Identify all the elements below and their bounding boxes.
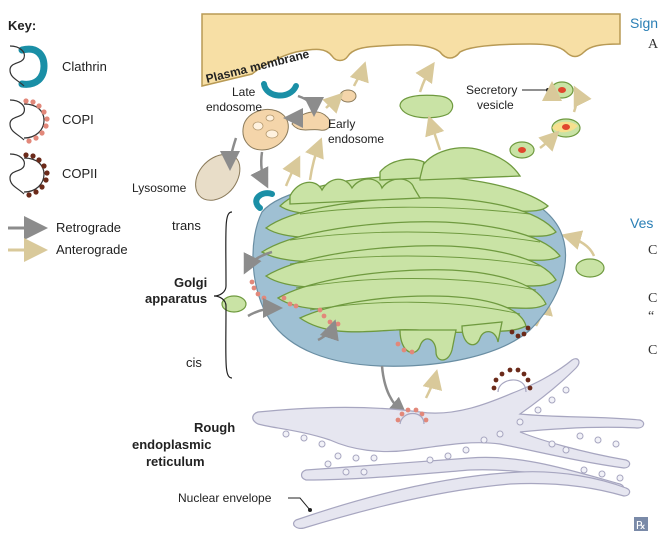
early-endosome-label-1: Early [328, 117, 355, 131]
late-endosome-label-2: endosome [206, 100, 262, 114]
rough-er [252, 358, 645, 529]
trans-label: trans [172, 218, 201, 233]
secretory-vesicle-label-2: vesicle [477, 98, 514, 112]
side-panel-text: Sign A Ves C C “ C [630, 15, 659, 358]
early-endosome-label-2: endosome [328, 132, 384, 146]
clathrin-coat-golgi [253, 190, 275, 211]
rx-logo-icon [634, 517, 648, 531]
plasma-membrane: Plasma membrane [201, 13, 621, 87]
key-copii-label: COPII [62, 166, 97, 181]
side-line-c1: C [648, 243, 657, 258]
clathrin-coat-membrane [261, 81, 299, 99]
late-endosome-label-1: Late [232, 85, 256, 99]
side-line-quote: “ [648, 309, 654, 324]
lysosome [195, 153, 241, 201]
side-heading-2: Ves [630, 215, 653, 231]
cis-label: cis [186, 355, 202, 370]
key-copi-label: COPI [62, 112, 94, 127]
rer-label-3: reticulum [146, 454, 205, 469]
key: Key: Clathrin COPI [8, 18, 128, 262]
side-line-a: A [648, 37, 659, 52]
side-line-c2: C [648, 291, 657, 306]
late-endosome [242, 109, 289, 151]
anterograde-arrows-top [415, 61, 596, 327]
key-anterograde-label: Anterograde [56, 242, 128, 257]
nuclear-envelope-pointer-dot [308, 508, 312, 512]
side-heading-1: Sign [630, 15, 658, 31]
lysosome-label: Lysosome [132, 181, 187, 195]
endosome-arrows [220, 61, 369, 189]
rer-label-1: Rough [194, 420, 235, 435]
side-line-c3: C [648, 343, 657, 358]
copi-icon [9, 98, 50, 144]
clathrin-icon [9, 45, 48, 88]
key-clathrin-label: Clathrin [62, 59, 107, 74]
nuclear-envelope-pointer [288, 497, 311, 511]
golgi-apparatus [221, 147, 567, 367]
rx-logo-text: ℞ [636, 519, 646, 532]
secretory-vesicle-label-1: Secretory [466, 83, 517, 97]
nuclear-envelope-label: Nuclear envelope [178, 491, 272, 505]
key-title: Key: [8, 18, 36, 33]
rer-label-2: endoplasmic [132, 437, 211, 452]
key-retrograde-label: Retrograde [56, 220, 121, 235]
copii-icon [9, 152, 50, 198]
golgi-label-2: apparatus [145, 291, 207, 306]
golgi-label-1: Golgi [174, 275, 207, 290]
golgi-brace [213, 211, 233, 379]
